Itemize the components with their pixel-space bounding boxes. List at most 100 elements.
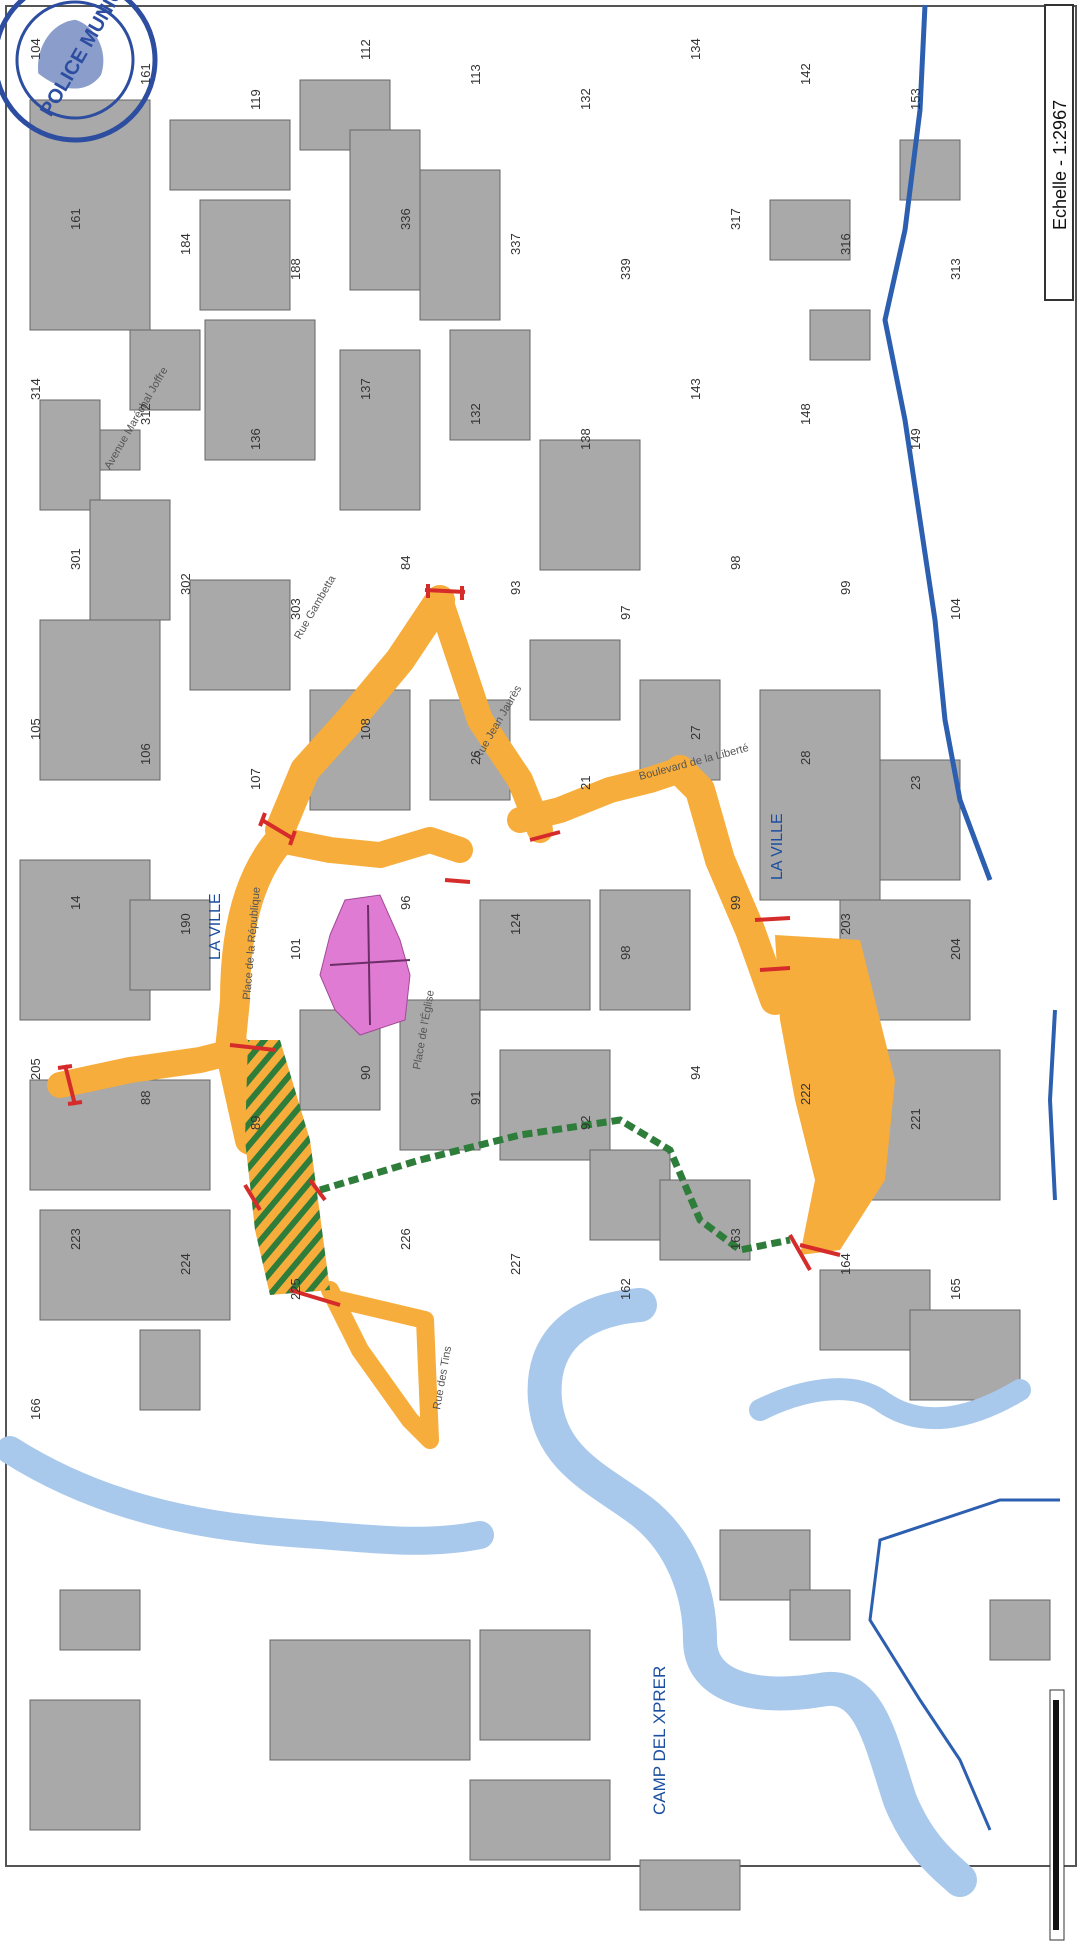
- building: [769, 199, 851, 261]
- building-number: 91: [468, 1091, 483, 1105]
- building-numbers: 1041611191121131321341421531611841883363…: [28, 38, 963, 1420]
- building-number: 104: [948, 598, 963, 620]
- building-number: 119: [248, 89, 263, 110]
- building: [189, 579, 291, 691]
- building: [809, 309, 871, 361]
- green-dashed-route: [318, 1116, 791, 1254]
- district-label-west: LA VILLE: [207, 893, 224, 960]
- building: [879, 759, 961, 881]
- building-number: 90: [358, 1066, 373, 1080]
- building-number: 162: [618, 1278, 633, 1300]
- building-number: 132: [468, 403, 483, 425]
- church-cross-h: [329, 959, 411, 966]
- building-number: 205: [28, 1058, 43, 1080]
- building-number: 138: [578, 428, 593, 450]
- building-number: 314: [28, 378, 43, 400]
- stream-east: [882, 4, 993, 881]
- building: [599, 889, 691, 1011]
- building: [99, 429, 141, 471]
- building: [349, 129, 421, 291]
- building: [989, 1599, 1051, 1661]
- church: [319, 894, 411, 1036]
- building-number: 14: [68, 896, 83, 910]
- building-number: 26: [468, 751, 483, 765]
- building-number: 339: [618, 258, 633, 280]
- building-number: 163: [728, 1228, 743, 1250]
- building-number: 224: [178, 1253, 193, 1275]
- building-number: 165: [948, 1278, 963, 1300]
- building-number: 88: [138, 1091, 153, 1105]
- building-number: 226: [398, 1228, 413, 1250]
- building-number: 106: [138, 743, 153, 765]
- building: [169, 119, 291, 191]
- building: [59, 1589, 141, 1651]
- scale-box: Echelle - 1:2967: [1044, 4, 1074, 301]
- building-number: 227: [508, 1253, 523, 1275]
- building-number: 84: [398, 556, 413, 570]
- closure-route: [47, 585, 790, 1449]
- building: [499, 1049, 611, 1161]
- building-number: 98: [728, 556, 743, 570]
- district-label-east: LA VILLE: [769, 813, 786, 880]
- building-number: 223: [68, 1228, 83, 1250]
- building: [449, 329, 531, 441]
- scale-bar: [1049, 1689, 1065, 1941]
- hatched-zone: [245, 1040, 330, 1295]
- building-number: 142: [798, 63, 813, 85]
- river-branch: [749, 1378, 1031, 1430]
- building-number: 112: [358, 39, 373, 60]
- building-number: 104: [28, 38, 43, 60]
- building: [139, 1329, 201, 1411]
- building-number: 148: [798, 403, 813, 425]
- building-number: 132: [578, 88, 593, 110]
- building-number: 204: [948, 938, 963, 960]
- building-number: 107: [248, 768, 263, 790]
- building-number: 222: [798, 1083, 813, 1105]
- building-number: 99: [728, 896, 743, 910]
- building-number: 190: [178, 913, 193, 935]
- building: [419, 169, 501, 321]
- building-number: 203: [838, 913, 853, 935]
- building-number: 94: [688, 1066, 703, 1080]
- building-number: 134: [688, 38, 703, 60]
- building: [479, 1629, 591, 1741]
- place-wilson: [775, 935, 895, 1255]
- building: [339, 349, 421, 511]
- building-number: 99: [838, 581, 853, 595]
- building-number: 149: [908, 428, 923, 450]
- building-number: 316: [838, 233, 853, 255]
- building-number: 313: [948, 258, 963, 280]
- building-number: 302: [178, 573, 193, 595]
- building: [589, 1149, 671, 1241]
- building-number: 312: [138, 403, 153, 425]
- building: [719, 1529, 811, 1601]
- river-west: [0, 1436, 494, 1555]
- building-number: 317: [728, 208, 743, 230]
- building-number: 136: [248, 428, 263, 450]
- building-number: 143: [688, 378, 703, 400]
- building-number: 137: [358, 378, 373, 400]
- building: [539, 439, 641, 571]
- building-number: 225: [288, 1278, 303, 1300]
- building: [39, 619, 161, 781]
- building-number: 108: [358, 718, 373, 740]
- building-number: 113: [468, 64, 483, 85]
- building: [29, 1699, 141, 1831]
- building-number: 93: [508, 581, 523, 595]
- building-number: 89: [248, 1116, 263, 1130]
- building-number: 21: [578, 776, 593, 790]
- place-label-camp: CAMP DEL XPRER: [650, 1666, 669, 1815]
- building-number: 96: [398, 896, 413, 910]
- stream-east-2: [1047, 1009, 1057, 1201]
- river-main: [527, 1288, 977, 1897]
- building: [19, 859, 151, 1021]
- building-number: 23: [908, 776, 923, 790]
- building: [469, 1779, 611, 1861]
- building-number: 27: [688, 726, 703, 740]
- building-number: 124: [508, 913, 523, 935]
- building-number: 98: [618, 946, 633, 960]
- building: [639, 1859, 741, 1911]
- building: [789, 1589, 851, 1641]
- building-number: 221: [908, 1108, 923, 1130]
- building: [529, 639, 621, 721]
